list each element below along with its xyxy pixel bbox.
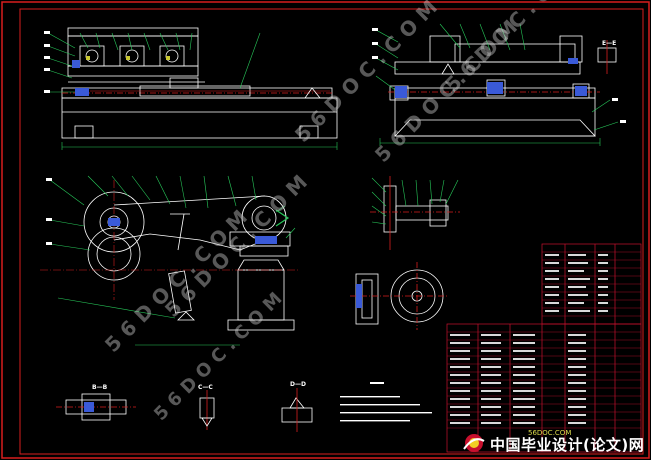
section-label-d-d: D—D (290, 381, 306, 388)
detail-view-a-leaders (371, 177, 459, 225)
technical-notes (340, 382, 432, 422)
manipulator-centerline (40, 180, 300, 300)
front-view-accent-yellow (86, 56, 170, 60)
section-d-d (281, 388, 313, 432)
front-view-top-left (61, 27, 338, 139)
section-label-e-e: E—E (602, 40, 617, 47)
detail-view-a (370, 176, 460, 250)
logo-mark-icon (463, 434, 485, 452)
logo-domain: 56DOC.COM (528, 429, 572, 437)
logo-text: 中国毕业设计(论文)网 (490, 436, 645, 454)
site-logo: 56DOC.COM 中国毕业设计(论文)网 (458, 429, 648, 455)
side-view-dimensions (375, 23, 619, 146)
front-view-accent (72, 60, 89, 96)
section-b-b (56, 393, 136, 421)
side-view-accent (395, 58, 587, 98)
section-label-c-c: C—C (198, 384, 213, 391)
manipulator-dimensions (49, 175, 296, 346)
inner-frame (19, 8, 644, 455)
section-b-b-accent (84, 402, 94, 412)
parts-list-rows (447, 251, 641, 429)
manipulator-accent-green (275, 209, 290, 227)
part-balloons (44, 28, 626, 245)
section-c-c (199, 390, 215, 430)
section-label-b-b: B—B (92, 384, 108, 391)
wheel-accent (356, 284, 362, 308)
manipulator-accent (108, 218, 277, 244)
front-view-dimensions (47, 32, 338, 150)
wheel-view (350, 262, 448, 330)
parts-list-text (450, 254, 608, 424)
